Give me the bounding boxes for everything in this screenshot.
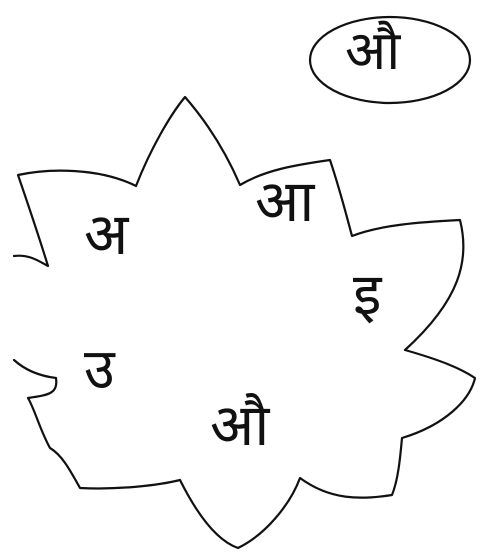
petal-letter-au: औ	[210, 396, 269, 454]
target-letter: औ	[345, 24, 400, 78]
petal-letter-aa: आ	[255, 172, 314, 230]
flower-outline	[14, 97, 475, 548]
petal-letter-u: उ	[84, 342, 115, 398]
petal-letter-a: अ	[84, 205, 128, 263]
petal-letter-i: इ	[353, 265, 381, 323]
